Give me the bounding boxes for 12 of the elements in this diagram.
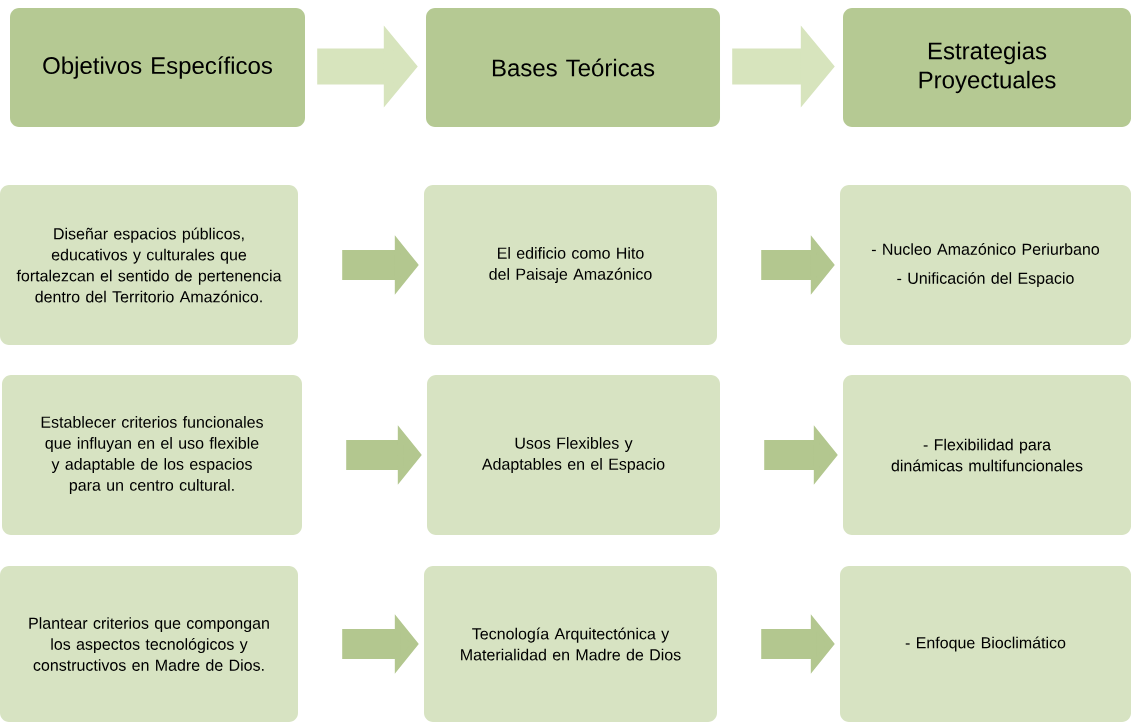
content-box: El edificio como Hito del Paisaje Amazónico: [424, 185, 717, 345]
header-box: Objetivos Específicos: [10, 8, 305, 127]
content-box: Plantear criterios que compongan los aspectos tecnológicos y constructivos en Madre de Dios.: [0, 566, 298, 722]
content-box: Establecer criterios funcionales que influyan en el uso flexible y adaptable de los espacios para un centro cultural.: [2, 375, 302, 535]
content-box: Usos Flexibles y Adaptables en el Espacio: [427, 375, 720, 535]
content-box: Diseñar espacios públicos, educativos y culturales que fortalezcan el sentido de pertenencia dentro del Territorio Amazónico.: [0, 185, 298, 345]
content-box: - Nucleo Amazónico Periurbano - Unificación del Espacio: [840, 185, 1131, 345]
content-box: - Enfoque Bioclimático: [840, 566, 1131, 722]
content-box: - Flexibilidad para dinámicas multifuncionales: [843, 375, 1131, 535]
header-box: Bases Teóricas: [426, 8, 720, 127]
header-box: Estrategias Proyectuales: [843, 8, 1131, 127]
content-box: Tecnología Arquitectónica y Materialidad en Madre de Dios: [424, 566, 717, 722]
